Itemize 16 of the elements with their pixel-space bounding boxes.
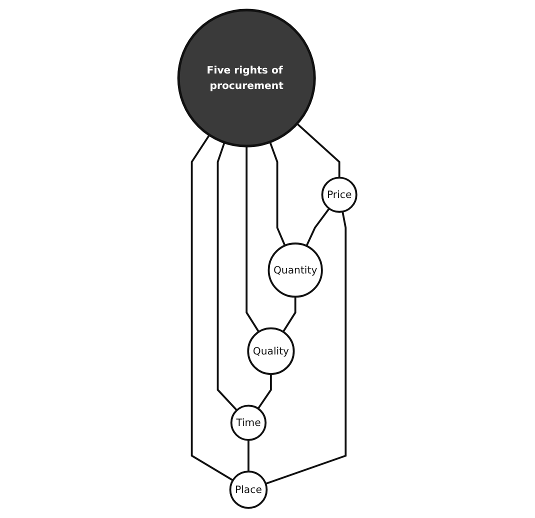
connector (246, 146, 260, 332)
connector (248, 440, 250, 472)
node-circle: Five rights of procurement (177, 8, 316, 148)
connector (257, 374, 272, 410)
node-circle: Price (321, 176, 358, 213)
connector (190, 134, 234, 482)
node-circle: Quality (247, 327, 295, 375)
node-circle: Place (229, 470, 268, 509)
connector (296, 122, 340, 178)
connector (216, 142, 238, 411)
node-circle: Quantity (268, 242, 323, 298)
node-circle: Time (230, 404, 267, 441)
connector (265, 211, 347, 485)
connector (269, 142, 286, 246)
connector (306, 208, 330, 246)
connector (282, 296, 296, 332)
